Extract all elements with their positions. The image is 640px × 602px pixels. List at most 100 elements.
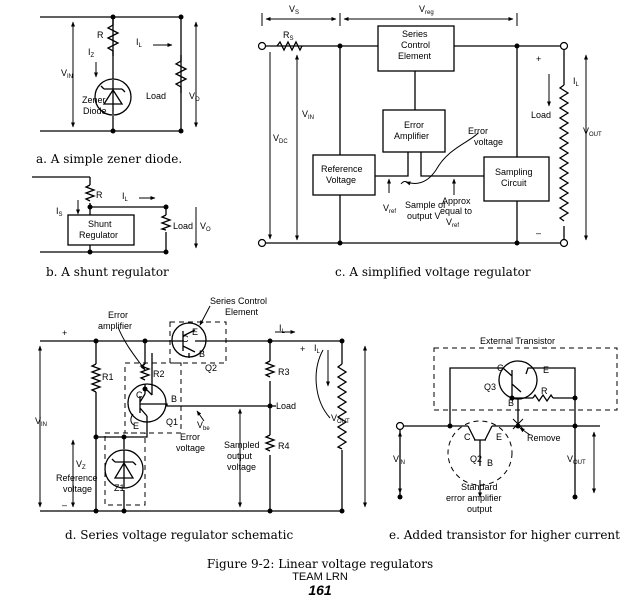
d-vin-label: VIN [35, 416, 47, 428]
a-il-label: IL [136, 37, 143, 49]
c-approx-vref-label: Vref [446, 217, 459, 229]
d-element-label: Element [225, 307, 259, 317]
watermark: TEAM LRN [292, 571, 348, 583]
d-sampled-label: Sampled [224, 440, 260, 450]
d-sampvoltage-label: voltage [227, 462, 256, 472]
c-minus-label: – [536, 228, 541, 238]
b-il-label: IL [122, 191, 129, 203]
c-caption: c. A simplified voltage regulator [335, 265, 531, 279]
c-vin-label: VIN [302, 109, 314, 121]
e-caption: e. Added transistor for higher current [389, 528, 620, 542]
e-r-label: R [541, 386, 548, 396]
d-r3-label: R3 [278, 367, 290, 377]
d-q2-label: Q2 [205, 363, 217, 373]
e-b2-label: B [487, 458, 493, 468]
d-il2-label: IL [314, 343, 321, 355]
c-element-label: Element [398, 51, 432, 61]
a-vin-label: VIN [61, 68, 73, 80]
panel-b-shunt-regulator: R IL IS Shunt Regulator Load VO b. A shu… [32, 176, 211, 279]
a-zener-label: Zener [82, 95, 106, 105]
d-plus2-label: + [300, 344, 305, 354]
e-c2-label: C [464, 432, 471, 442]
d-r1-label: R1 [102, 372, 114, 382]
d-q2-e-label: E [192, 327, 198, 337]
a-diode-label: Diode [83, 106, 107, 116]
c-vdc-label: VDC [273, 133, 288, 145]
c-refvoltage-label: Voltage [326, 175, 356, 185]
c-load-label: Load [531, 110, 551, 120]
d-error-label: Error [108, 310, 128, 320]
c-errvolt-label: Error [468, 126, 488, 136]
b-r-label: R [96, 190, 103, 200]
figure-footer: Figure 9-2: Linear voltage regulators TE… [207, 557, 433, 598]
b-shunt-label: Shunt [88, 219, 112, 229]
d-caption: d. Series voltage regulator schematic [65, 528, 293, 542]
d-output-label: output [227, 451, 253, 461]
e-output-label: output [467, 504, 493, 514]
panel-c-simplified-regulator: VS Vreg RS Series Control Element VIN VD… [257, 4, 602, 279]
d-q1-e-label: E [133, 421, 139, 431]
c-circuit-label: Circuit [501, 178, 527, 188]
c-equal-label: equal to [440, 206, 472, 216]
c-amplifier-label: Amplifier [394, 131, 429, 141]
c-rs-label: RS [283, 30, 294, 42]
c-error-label: Error [404, 120, 424, 130]
d-refvoltage-label: voltage [63, 484, 92, 494]
d-r4-label: R4 [278, 441, 290, 451]
d-minus-label: – [62, 500, 67, 510]
c-control-label: Control [401, 40, 430, 50]
d-vz-label: VZ [76, 459, 86, 471]
d-vbe-label: Vbe [197, 420, 210, 432]
b-load-label: Load [173, 221, 193, 231]
c-outputv-label: output V [407, 211, 441, 221]
c-il-label: IL [573, 76, 580, 88]
d-r2-label: R2 [153, 369, 165, 379]
b-vo-label: VO [200, 221, 211, 233]
b-regulator-label: Regulator [79, 230, 118, 240]
d-q1-label: Q1 [166, 417, 178, 427]
panel-d-series-regulator-schematic: Series Control Element Error amplifier +… [35, 296, 367, 542]
b-caption: b. A shunt regulator [46, 265, 169, 279]
d-q2-b-label: B [199, 349, 205, 359]
e-erramp-label: error amplifier [446, 493, 502, 503]
a-vo-label: VO [189, 91, 200, 103]
e-q3-label: Q3 [484, 382, 496, 392]
a-iz-label: IZ [88, 47, 95, 59]
c-plus-label: + [536, 54, 541, 64]
d-reference-label: Reference [56, 473, 98, 483]
c-vs-label: VS [289, 4, 299, 16]
d-vout-label: VOUT [331, 413, 350, 425]
d-q2-c-label: C [182, 334, 189, 344]
c-sample-label: Sample of [405, 200, 446, 210]
e-vin-label: VIN [393, 454, 405, 466]
c-reference-label: Reference [321, 164, 363, 174]
e-standard-label: Standard [461, 482, 498, 492]
c-voltage-label: voltage [474, 137, 503, 147]
d-amplifier-label: amplifier [98, 321, 132, 331]
e-q2-label: Q2 [470, 454, 482, 464]
c-approx-label: Approx [442, 196, 471, 206]
e-vout-label: VOUT [567, 454, 586, 466]
c-sampling-label: Sampling [495, 167, 533, 177]
d-il-label: IL [279, 323, 286, 335]
c-vref-label: Vref [383, 203, 396, 215]
e-e-label: E [543, 365, 549, 375]
d-errv-label: Error [180, 432, 200, 442]
page-number: 161 [308, 582, 332, 598]
c-series-label: Series [402, 29, 428, 39]
d-q1-c-label: C [136, 390, 143, 400]
b-is-label: IS [56, 206, 63, 218]
d-errvoltage-label: voltage [176, 443, 205, 453]
d-load-label: Load [276, 401, 296, 411]
e-e2-label: E [496, 432, 502, 442]
d-q1-b-label: B [171, 394, 177, 404]
a-load-label: Load [146, 91, 166, 101]
a-caption: a. A simple zener diode. [36, 152, 182, 166]
c-vreg-label: Vreg [419, 4, 434, 16]
e-b-label: B [508, 398, 514, 408]
a-r-label: R [97, 30, 104, 40]
d-plus-label: + [62, 328, 67, 338]
e-c-label: C [497, 363, 504, 373]
figure-caption: Figure 9-2: Linear voltage regulators [207, 557, 433, 571]
